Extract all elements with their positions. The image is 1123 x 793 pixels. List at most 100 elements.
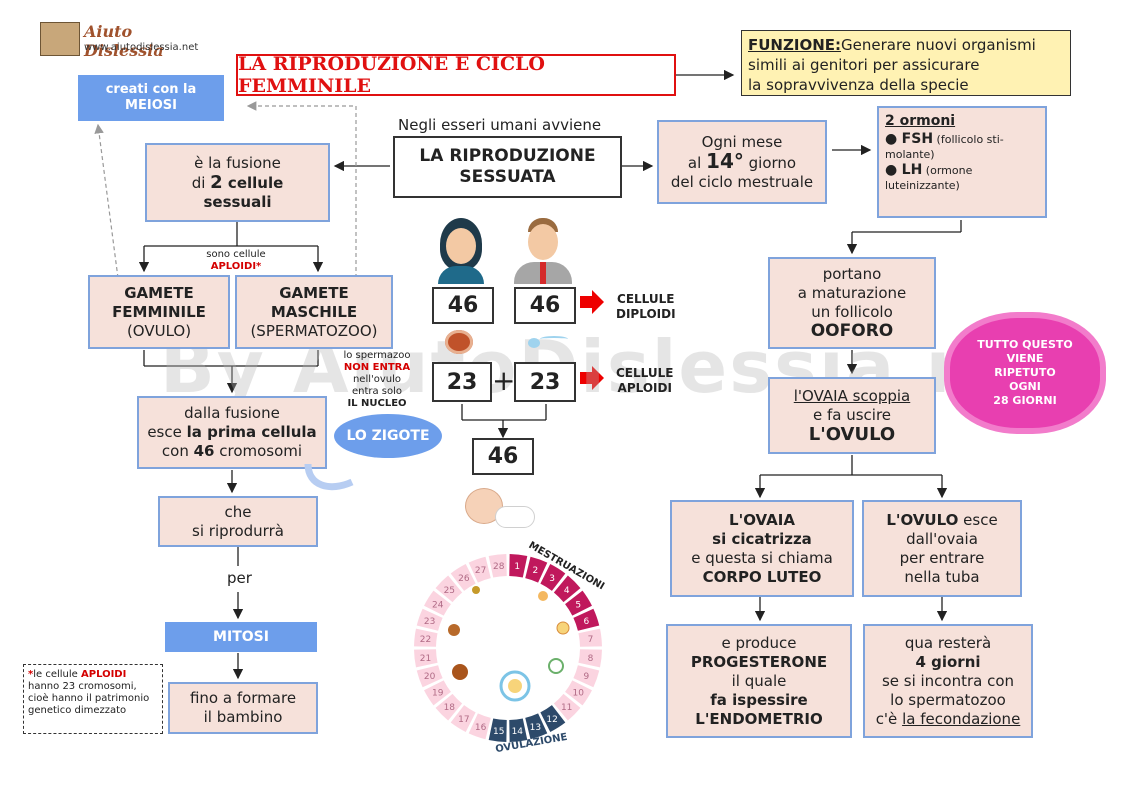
portano-l4: OOFORO <box>810 321 894 341</box>
footnote-star: * <box>28 669 34 680</box>
ogni-mese-al: al <box>687 153 707 172</box>
cloud-l4: OGNI <box>1009 380 1041 393</box>
mitosi-label: MITOSI <box>213 629 269 645</box>
progesterone-box: e produce PROGESTERONE il quale fa ispes… <box>666 624 852 738</box>
cycle-day-segment <box>416 665 443 688</box>
meiosi-line1: creati con la <box>105 82 197 97</box>
progesterone-l3: il quale <box>731 671 787 690</box>
sessuata-line1: LA RIPRODUZIONE <box>419 146 596 166</box>
aploidi-note: sono cellule APLOIDI* <box>186 249 286 273</box>
ovaia-l2: e fa uscire <box>812 406 892 424</box>
zigote-con: con <box>161 442 194 460</box>
zigote-esce: esce <box>147 423 187 441</box>
progesterone-l1: e produce <box>721 633 797 652</box>
ormoni-lh-desc: (ormone <box>922 164 973 177</box>
progesterone-l2: PROGESTERONE <box>690 652 828 671</box>
intro-text: Negli esseri umani avviene <box>398 116 602 134</box>
riprodurra-l2: si riprodurrà <box>192 521 284 540</box>
ovulo-esce-l3: per entrare <box>899 548 985 567</box>
sperm-note-l2: NON ENTRA <box>343 362 411 373</box>
cycle-day-label: 25 <box>444 586 455 596</box>
ogni-mese-day: 14° <box>706 148 744 173</box>
bambino-l2: il bambino <box>203 708 283 726</box>
cicatrizza-l2: si cicatrizza <box>712 529 812 548</box>
cycle-day-label: 28 <box>493 562 505 572</box>
logo: Aiuto Dislessia www.aiutodislessia.net <box>40 22 200 60</box>
cycle-day-segment <box>525 713 548 740</box>
cycle-day-segment <box>540 705 566 732</box>
cicatrizza-l3: e questa si chiama <box>691 548 833 567</box>
sperm-icon <box>528 330 568 350</box>
ovaia-box: l'OVAIA scoppia e fa uscire L'OVULO <box>768 377 936 454</box>
man-icon <box>510 218 576 284</box>
female-46-box: 46 <box>432 287 494 324</box>
fusione-di: di <box>191 173 211 192</box>
zigote-n: 46 <box>193 442 215 460</box>
footnote-apl: APLOIDI <box>81 669 127 680</box>
funzione-text3: la sopravvivenza della specie <box>748 76 969 94</box>
zigote-crom: cromosomi <box>214 442 303 460</box>
diploidi-label: CELLULE DIPLOIDI <box>616 292 676 322</box>
cycle-day-label: 5 <box>575 600 581 610</box>
cycle-day-label: 24 <box>432 600 444 610</box>
gamete-f-line1: GAMETE <box>124 283 194 302</box>
ogni-mese-l1: Ogni mese <box>701 132 783 151</box>
ogni-mese-l3: del ciclo mestruale <box>670 172 814 191</box>
portano-box: portano a maturazione un follicolo OOFOR… <box>768 257 936 349</box>
logo-url: www.aiutodislessia.net <box>84 42 199 53</box>
footnote-l3: cioè hanno il patrimonio <box>28 693 150 704</box>
ovulo-esce-l2: dall'ovaia <box>906 529 978 548</box>
cycle-day-segment <box>540 564 566 591</box>
ovaia-l1: l'OVAIA scoppia <box>793 387 911 405</box>
fusione-box: è la fusione di 2 cellule sessuali <box>145 143 330 222</box>
zigote-box: dalla fusione esce la prima cellula con … <box>137 396 327 469</box>
ovum-icon <box>445 330 473 354</box>
cycle-day-label: 15 <box>493 727 504 737</box>
zygote-46-box: 46 <box>472 438 534 475</box>
ormoni-lh-desc2: luteinizzante) <box>885 179 960 192</box>
sperm-note-l1: lo spermazoo <box>343 350 411 361</box>
woman-icon <box>432 218 490 284</box>
ormoni-title: 2 ormoni <box>885 113 956 129</box>
sessuata-line2: SESSUATA <box>459 167 556 187</box>
ogni-mese-box: Ogni mese al 14° giorno del ciclo mestru… <box>657 120 827 204</box>
cloud-l1: TUTTO QUESTO <box>977 338 1073 351</box>
cycle-day-segment <box>565 680 592 706</box>
ormoni-lh: LH <box>901 162 923 178</box>
bambino-l1: fino a formare <box>189 689 297 707</box>
funzione-text2: simili ai genitori per assicurare <box>748 56 980 74</box>
fusione-line3: sessuali <box>203 192 272 211</box>
gamete-m-line2: MASCHILE <box>270 302 358 321</box>
bambino-box: fino a formare il bambino <box>168 682 318 734</box>
portano-l2: a maturazione <box>797 284 907 302</box>
cycle-day-label: 7 <box>588 635 594 645</box>
riprodurra-box: che si riprodurrà <box>158 496 318 547</box>
cycle-day-segment <box>414 649 438 668</box>
fusione-two: 2 <box>210 171 223 193</box>
cycle-day-segment <box>450 705 476 732</box>
mitosi-box: MITOSI <box>165 622 317 652</box>
cycle-day-segment <box>573 665 600 688</box>
meiosi-line2: MEIOSI <box>125 98 177 113</box>
cloud-badge: TUTTO QUESTO VIENE RIPETUTO OGNI 28 GIOR… <box>950 318 1100 428</box>
aploidi-note-line1: sono cellule <box>206 249 266 260</box>
progesterone-l4: fa ispessire <box>710 690 808 709</box>
per-label: per <box>227 569 252 587</box>
cycle-day-label: 23 <box>424 617 435 627</box>
cycle-day-label: 21 <box>420 654 431 664</box>
cycle-day-segment <box>468 713 491 740</box>
footnote: *le cellule APLOIDI hanno 23 cromosomi, … <box>23 664 163 734</box>
aploidi-note-line2: APLOIDI* <box>210 261 262 272</box>
curved-arrow-icon <box>304 463 354 491</box>
gamete-maschile-box: GAMETE MASCHILE (SPERMATOZOO) <box>235 275 393 349</box>
cycle-day-label: 18 <box>444 703 456 713</box>
cycle-day-segment <box>424 590 451 616</box>
ogni-mese-giorno: giorno <box>743 153 797 172</box>
female-23-box: 23 <box>432 362 492 402</box>
gamete-femminile-box: GAMETE FEMMINILE (OVULO) <box>88 275 230 349</box>
aploidi-label: CELLULE APLOIDI <box>616 366 673 396</box>
funzione-label: FUNZIONE: <box>748 36 841 54</box>
cycle-day-label: 19 <box>432 689 444 699</box>
